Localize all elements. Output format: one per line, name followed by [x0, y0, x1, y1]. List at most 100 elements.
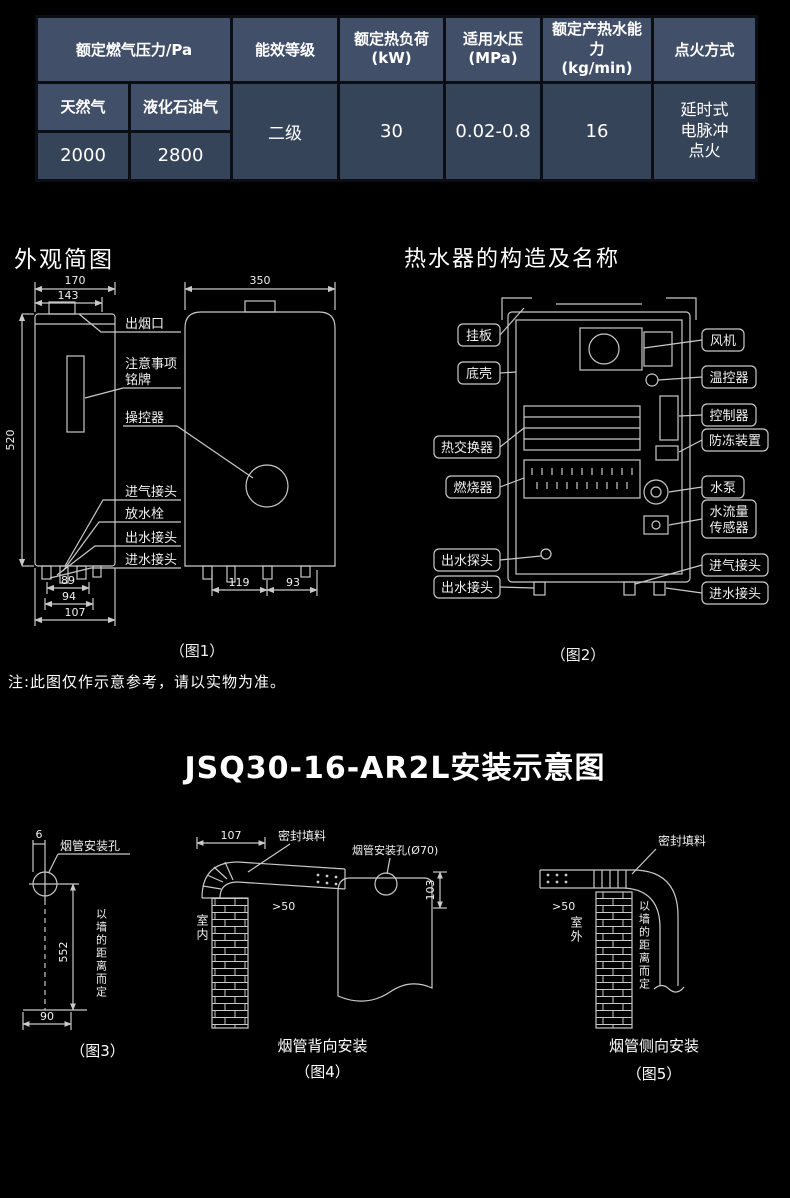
fig1-label-water-inlet: 进水接头	[125, 552, 177, 568]
fig4-dots	[316, 873, 338, 886]
fig5-labels: 密封填料 >50 室外 以墙的距离而定	[552, 833, 706, 991]
spec-values-row: 2000 2800	[35, 129, 757, 182]
fig1-dim-107: 107	[65, 606, 86, 619]
install-fig3-diagram: 6 烟管安装孔 552 以墙的距离而定 90	[22, 828, 130, 1030]
header-capacity-name: 额定产热水能力	[551, 20, 642, 58]
fig2-caption: （图2）	[551, 646, 606, 664]
spec-subheader-row: 天然气 液化石油气 二级 30 0.02-0.8 16 延时式 电脉冲 点火	[35, 80, 758, 182]
fig4-caption: （图4）	[295, 1063, 350, 1081]
appearance-diagram: 170 143 520 350 89 94 107 119 93 出烟口 注意事…	[5, 274, 336, 660]
fig1-label-nameplate-1: 注意事项	[125, 356, 177, 372]
header-heat-load-unit: (kW)	[371, 49, 412, 68]
subheader-natural-gas: 天然气	[35, 80, 131, 133]
fig3-dim-552: 552	[57, 942, 70, 963]
fig3-labels: 6 烟管安装孔 552 以墙的距离而定 90	[36, 828, 121, 1023]
value-heat-load: 30	[337, 80, 446, 182]
fig4-seal-label: 密封填料	[278, 828, 326, 843]
fig4-dim-103: 103	[424, 880, 437, 901]
fig1-dim-94: 94	[62, 590, 76, 603]
appearance-title: 外观简图	[14, 247, 114, 273]
reference-note: 注:此图仅作示意参考，请以实物为准。	[8, 673, 287, 691]
installation-title: JSQ30-16-AR2L安装示意图	[184, 751, 606, 786]
fig5-seal-label: 密封填料	[658, 833, 706, 848]
header-ignition: 点火方式	[651, 15, 758, 84]
fig4-name: 烟管背向安装	[277, 1037, 368, 1055]
fig1-dim-170: 170	[65, 274, 86, 287]
fig3-hole-label: 烟管安装孔	[60, 838, 120, 853]
header-capacity-unit: (kg/min)	[561, 59, 633, 77]
install-fig5-diagram: 密封填料 >50 室外 以墙的距离而定	[539, 833, 706, 1029]
subheader-lpg: 液化石油气	[128, 80, 233, 133]
fig1-dim-350: 350	[250, 274, 271, 287]
fig4-room-label: 室内	[195, 913, 209, 942]
fig2-label-controller: 控制器	[709, 409, 748, 424]
fig4-hole-label: 烟管安装孔(Ø70)	[352, 843, 438, 857]
fig2-label-antifreeze: 防冻装置	[709, 433, 761, 449]
fig4-dim-107: 107	[221, 829, 242, 842]
install-fig4-diagram: 107 密封填料 烟管安装孔(Ø70) >50 103 室内	[195, 828, 447, 1029]
fig1-labels: 170 143 520 350 89 94 107 119 93 出烟口 注意事…	[5, 274, 300, 660]
fig2-label-flow-sensor-1: 水流量	[709, 505, 748, 520]
fig2-label-fan: 风机	[710, 334, 736, 349]
fig1-label-nameplate-2: 铭牌	[125, 372, 151, 388]
fig1-dim-143: 143	[58, 289, 79, 302]
header-water-pressure-name: 适用水压	[462, 29, 523, 48]
value-natural-gas-pressure: 2000	[35, 129, 131, 182]
header-gas-pressure: 额定燃气压力/Pa	[35, 15, 233, 84]
fig3-linework	[22, 840, 130, 1030]
fig3-dim-6: 6	[36, 828, 43, 841]
structure-diagram: 挂板 底壳 热交换器 燃烧器 出水探头 出水接头 风机 温控器 控制器 防冻装置…	[433, 297, 769, 664]
fig1-label-drain-plug: 放水栓	[125, 507, 164, 522]
fig5-linework	[539, 848, 685, 1029]
fig2-label-pump: 水泵	[710, 481, 736, 496]
fig5-dots	[546, 873, 568, 884]
fig1-label-gas-inlet: 进气接头	[125, 484, 177, 500]
fig1-caption: （图1）	[170, 642, 225, 660]
fig4-labels: 107 密封填料 烟管安装孔(Ø70) >50 103 室内	[195, 828, 438, 942]
fig2-label-outlet-probe: 出水探头	[441, 554, 493, 569]
header-capacity: 额定产热水能力 (kg/min)	[540, 15, 654, 84]
header-water-pressure: 适用水压 (MPa)	[443, 15, 543, 84]
fig3-wall-note: 以墙的距离而定	[95, 908, 108, 999]
fig1-dim-89: 89	[61, 574, 75, 587]
value-capacity: 16	[540, 80, 654, 182]
spec-header-row: 额定燃气压力/Pa 能效等级 额定热负荷 (kW) 适用水压 (MPa) 额定产…	[35, 15, 758, 84]
value-energy-grade: 二级	[230, 80, 340, 182]
value-water-pressure: 0.02-0.8	[443, 80, 543, 182]
fig1-dim-119: 119	[229, 576, 250, 589]
fig5-name: 烟管侧向安装	[608, 1037, 699, 1055]
fig5-gap: >50	[552, 900, 575, 913]
fig3-dim-90: 90	[40, 1010, 54, 1023]
fig3-caption: （图3）	[70, 1042, 125, 1060]
fig2-label-hanging-plate: 挂板	[466, 329, 492, 344]
fig4-linework	[196, 837, 447, 1029]
header-heat-load-name: 额定热负荷	[353, 29, 429, 48]
fig1-linework	[18, 282, 336, 626]
fig1-dim-520: 520	[5, 430, 17, 451]
fig2-labels: 挂板 底壳 热交换器 燃烧器 出水探头 出水接头 风机 温控器 控制器 防冻装置…	[441, 329, 761, 664]
fig5-room-label: 室外	[569, 915, 583, 944]
fig2-label-thermostat: 温控器	[709, 371, 748, 386]
fig2-label-heat-exchanger: 热交换器	[441, 440, 493, 456]
fig1-label-controller: 操控器	[125, 410, 164, 426]
structure-title: 热水器的构造及名称	[404, 247, 621, 272]
fig2-label-water-outlet: 出水接头	[441, 580, 493, 596]
header-energy-grade: 能效等级	[230, 15, 340, 84]
header-water-pressure-unit: (MPa)	[468, 49, 518, 68]
fig5-wall-note: 以墙的距离而定	[638, 900, 651, 991]
header-heat-load: 额定热负荷 (kW)	[337, 15, 446, 84]
value-ignition: 延时式 电脉冲 点火	[651, 80, 758, 182]
fig4-gap: >50	[272, 900, 295, 913]
fig2-linework	[433, 297, 769, 605]
fig2-label-burner: 燃烧器	[453, 480, 492, 496]
fig2-label-gas-inlet: 进气接头	[709, 558, 761, 574]
fig2-label-flow-sensor-2: 传感器	[709, 520, 748, 536]
fig1-label-water-outlet: 出水接头	[125, 530, 177, 546]
fig1-dim-93: 93	[286, 576, 300, 589]
fig1-label-smoke-outlet: 出烟口	[125, 317, 164, 332]
value-lpg-pressure: 2800	[128, 129, 233, 182]
fig2-label-water-inlet: 进水接头	[709, 586, 761, 602]
fig2-label-bottom-shell: 底壳	[466, 366, 492, 382]
spec-table: 额定燃气压力/Pa 能效等级 额定热负荷 (kW) 适用水压 (MPa) 额定产…	[35, 15, 758, 182]
